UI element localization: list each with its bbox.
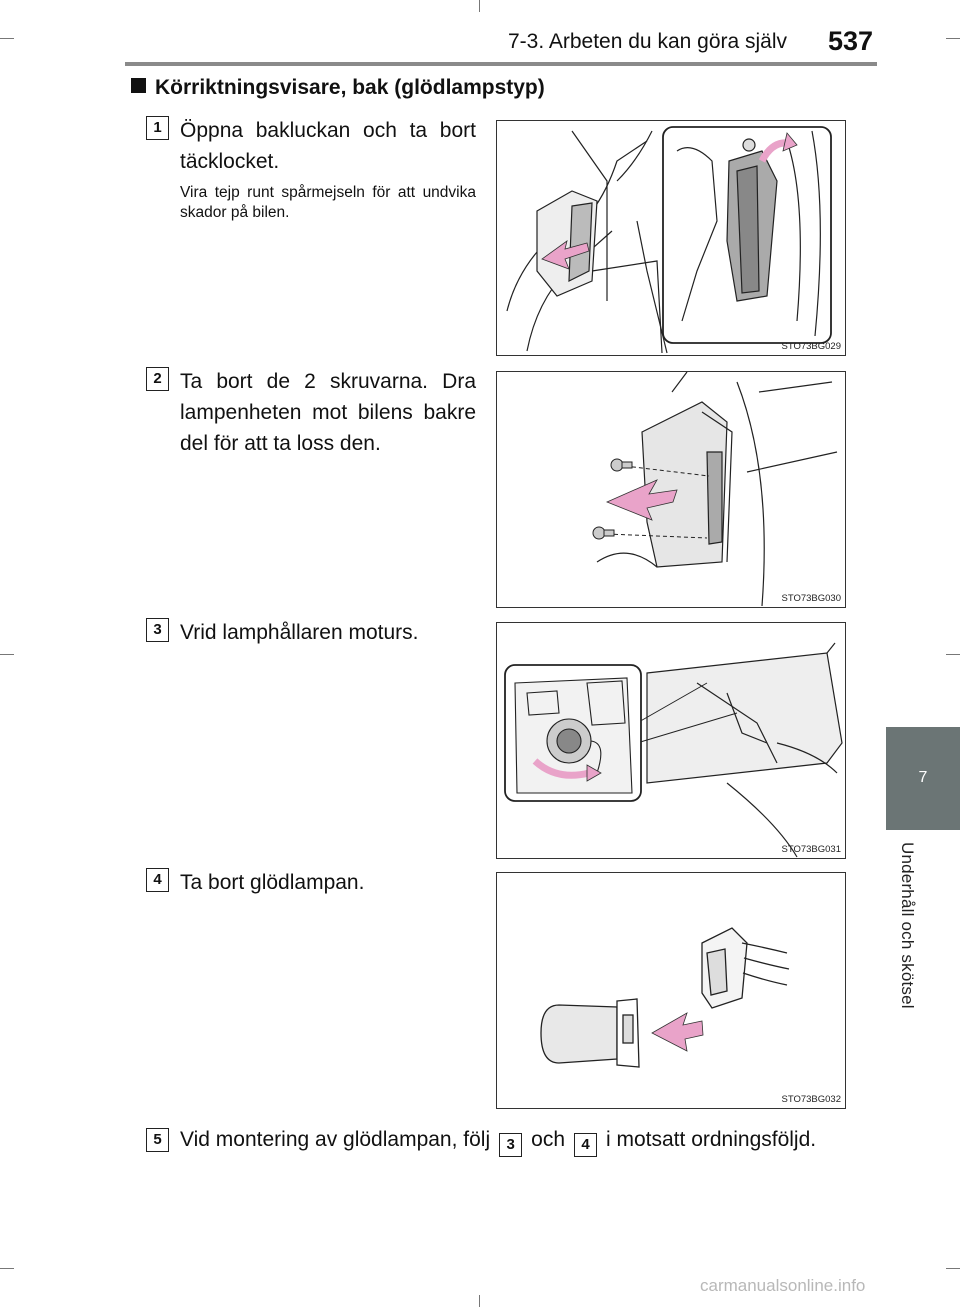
page-number: 537 [828, 26, 874, 56]
step-5-text-before: Vid montering av glödlampan, följ [180, 1128, 491, 1151]
tail-light-cover-illustration [506, 126, 832, 354]
figure-code: STO73BG032 [781, 1094, 841, 1105]
step-text-5: Vid montering av glödlampan, följ 3 och 4 i … [180, 1128, 816, 1157]
figure-step-2: STO73BG030 [496, 371, 846, 608]
bulb-removal-illustration [540, 927, 790, 1068]
step-number-3: 3 [146, 618, 169, 642]
section-title: Körriktningsvisare, bak (glödlampstyp) [155, 76, 545, 99]
crop-mark [946, 1268, 960, 1269]
step-text-4: Ta bort glödlampan. [180, 871, 365, 894]
step-text-3: Vrid lamphållaren moturs. [180, 621, 419, 644]
chapter-number: 7 [918, 769, 928, 786]
crop-mark [946, 38, 960, 39]
step-note-1: Vira tejp runt spårmejseln för att undvi… [180, 184, 476, 221]
section-heading: Körriktningsvisare, bak (glödlampstyp) [131, 76, 545, 100]
lamp-unit-screws-illustration [592, 372, 838, 607]
crop-mark [479, 1295, 480, 1307]
crop-mark [0, 1268, 14, 1269]
step-ref-4: 4 [574, 1133, 597, 1157]
step-number-5: 5 [146, 1128, 169, 1152]
step-5-text-after: i motsatt ordningsföljd. [606, 1128, 817, 1151]
step-text-2: Ta bort de 2 skruvarna. Dra lampenheten … [180, 370, 476, 455]
crop-mark [0, 654, 14, 655]
step-number-4: 4 [146, 868, 169, 892]
step-text-1: Öppna bakluckan och ta bort täcklocket. [180, 119, 476, 173]
figure-step-3: STO73BG031 [496, 622, 846, 859]
step-number-1: 1 [146, 116, 169, 140]
crop-mark [0, 38, 14, 39]
step-number-2: 2 [146, 367, 169, 391]
header-rule [125, 62, 877, 66]
figure-code: STO73BG030 [781, 593, 841, 604]
bulb-holder-turn-illustration [504, 642, 843, 858]
watermark: carmanualsonline.info [700, 1276, 866, 1295]
square-bullet-icon [131, 78, 146, 93]
chapter-title: Underhåll och skötsel [898, 842, 917, 1009]
figure-step-1: STO73BG029 [496, 120, 846, 356]
running-header: 7-3. Arbeten du kan göra själv [508, 30, 788, 53]
crop-mark [946, 654, 960, 655]
chapter-tab: 7 [886, 727, 960, 830]
step-ref-3: 3 [499, 1133, 523, 1157]
figure-code: STO73BG029 [781, 341, 841, 352]
figure-step-4: STO73BG032 [496, 872, 846, 1109]
step-5-text-middle: och [531, 1128, 565, 1151]
crop-mark [479, 0, 480, 12]
figure-code: STO73BG031 [781, 844, 841, 855]
